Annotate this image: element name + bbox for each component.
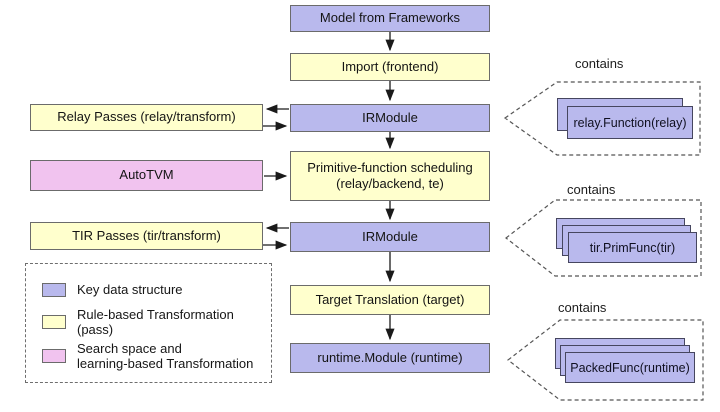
legend-label-key-data: Key data structure <box>77 282 183 298</box>
legend-row-rule-based: Rule-based Transformation (pass) <box>42 306 271 337</box>
legend-label-rule-based: Rule-based Transformation (pass) <box>77 306 234 337</box>
legend-swatch-rule-based <box>42 315 66 329</box>
contains-label-packedfunc: contains <box>558 300 607 315</box>
legend-swatch-key-data <box>42 283 66 297</box>
flow-node-runtime-module: runtime.Module (runtime) <box>290 343 490 373</box>
side-node-tir-passes: TIR Passes (tir/transform) <box>30 222 263 250</box>
callout-box-packedfunc: PackedFunc(runtime) <box>565 352 695 383</box>
flow-node-irmodule-1: IRModule <box>290 104 490 132</box>
side-node-autotvm: AutoTVM <box>30 160 263 191</box>
callout-box-relay-function: relay.Function(relay) <box>567 106 693 139</box>
flow-node-target-translation: Target Translation (target) <box>290 285 490 315</box>
side-node-relay-passes: Relay Passes (relay/transform) <box>30 104 263 131</box>
contains-label-tir: contains <box>567 182 616 197</box>
flow-node-primitive-function-scheduling: Primitive-function scheduling (relay/bac… <box>290 151 490 201</box>
legend-row-search-space: Search space and learning-based Transfor… <box>42 338 253 374</box>
side-arrows <box>263 104 289 250</box>
legend-label-search-space: Search space and learning-based Transfor… <box>77 340 254 371</box>
flow-node-import-frontend: Import (frontend) <box>290 53 490 81</box>
contains-label-relay: contains <box>575 56 624 71</box>
flow-node-irmodule-2: IRModule <box>290 222 490 252</box>
legend-swatch-search-space <box>42 349 66 363</box>
flow-node-model-from-frameworks: Model from Frameworks <box>290 5 490 32</box>
callout-box-tir-primfunc: tir.PrimFunc(tir) <box>568 232 697 263</box>
legend-row-key-data: Key data structure <box>42 277 183 303</box>
legend: Key data structure Rule-based Transforma… <box>25 263 272 383</box>
